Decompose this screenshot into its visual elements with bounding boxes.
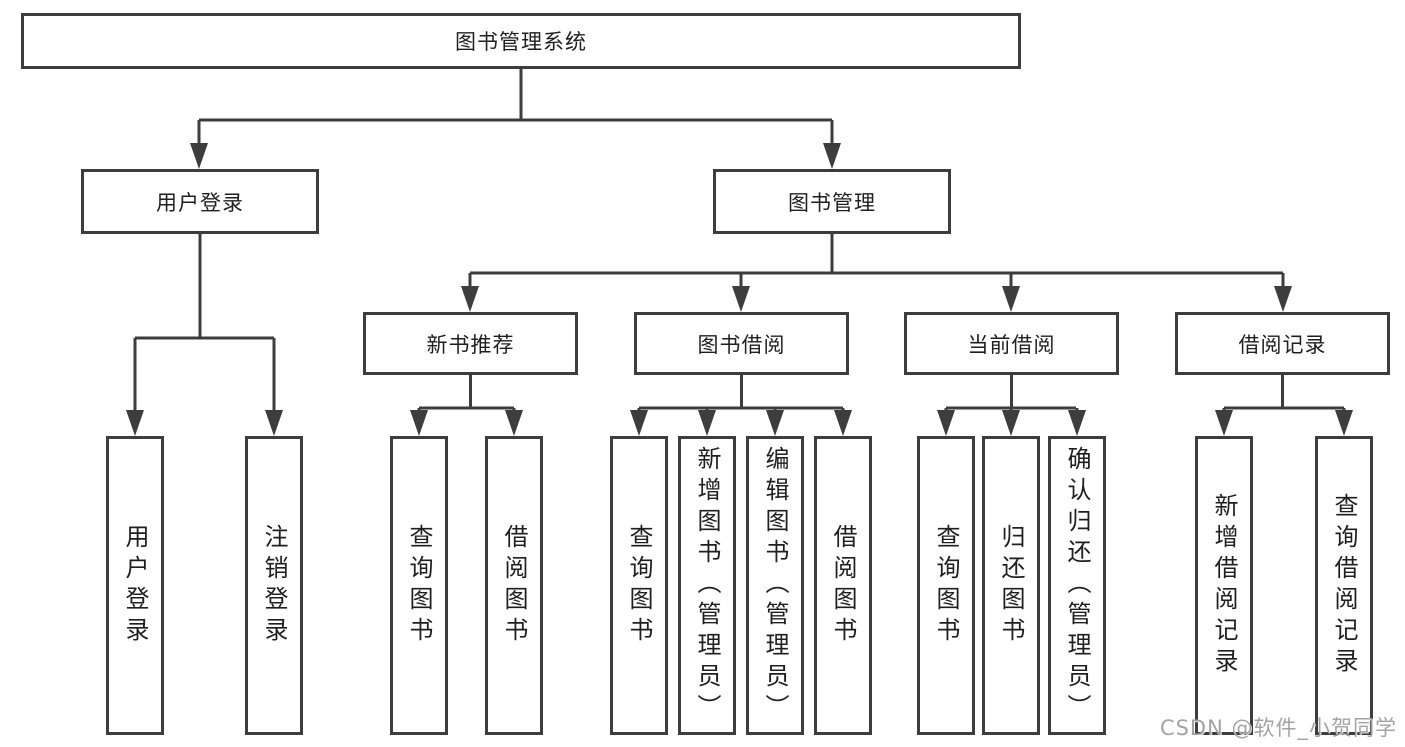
- leaf-borrow-book: 借阅图书: [814, 436, 872, 735]
- arrowheads: [126, 143, 1353, 436]
- leaf-query-borrow-record: 查询借阅记录: [1315, 436, 1373, 735]
- leaf-current-query-book: 查询图书: [917, 436, 975, 735]
- leaf-add-borrow-record: 新增借阅记录: [1195, 436, 1253, 735]
- leaf-add-book-admin: 新增图书（管理员）: [678, 436, 736, 735]
- leaf-borrow-query-book: 查询图书: [610, 436, 668, 735]
- leaf-confirm-return-admin: 确认归还（管理员）: [1048, 436, 1106, 735]
- node-book-borrow: 图书借阅: [634, 312, 849, 375]
- leaf-logout: 注销登录: [245, 436, 303, 735]
- leaf-edit-book-admin: 编辑图书（管理员）: [746, 436, 804, 735]
- node-current-borrow: 当前借阅: [904, 312, 1119, 375]
- leaf-return-book: 归还图书: [982, 436, 1040, 735]
- leaf-recommend-query-book: 查询图书: [390, 436, 448, 735]
- node-book-management: 图书管理: [713, 169, 951, 234]
- node-root: 图书管理系统: [21, 13, 1021, 69]
- node-new-book-recommend: 新书推荐: [363, 312, 578, 375]
- leaf-recommend-borrow-book: 借阅图书: [485, 436, 543, 735]
- node-user-login: 用户登录: [81, 169, 319, 234]
- node-borrow-record: 借阅记录: [1175, 312, 1390, 375]
- leaf-user-login: 用户登录: [106, 436, 164, 735]
- csdn-watermark: CSDN @软件_小贺同学: [1159, 716, 1397, 740]
